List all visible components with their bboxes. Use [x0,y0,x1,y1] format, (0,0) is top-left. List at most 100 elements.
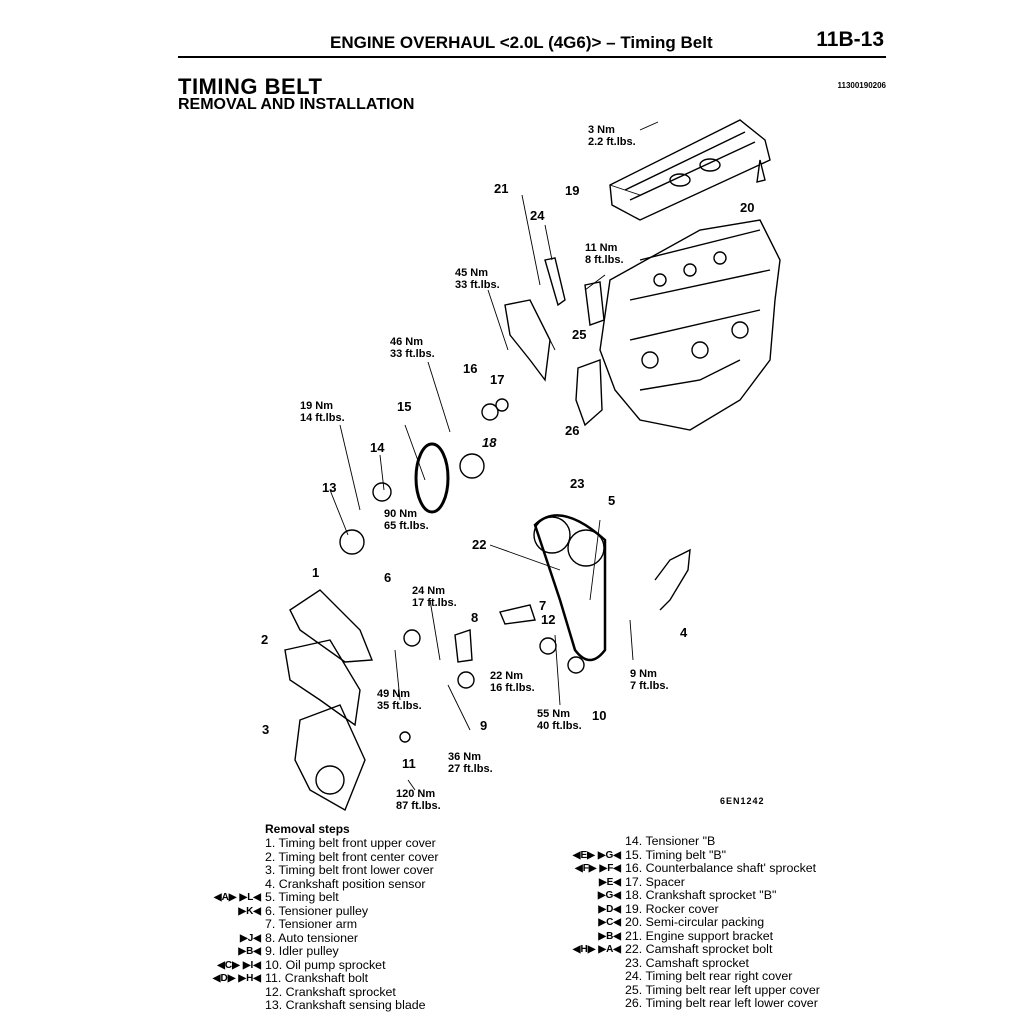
callout-5: 5 [608,493,616,508]
oil-pump-sprocket-drawing [539,637,557,655]
removal-step: ◀C▶▶I◀10. Oil pump sprocket [170,957,439,973]
service-marks: ◀D▶▶H◀ [170,972,265,986]
removal-step: 25. Timing belt rear left upper cover [530,983,820,998]
removal-step: ▶C◀20. Semi-circular packing [530,915,820,930]
service-marks: ◀F▶▶F◀ [530,862,625,876]
callout-22-24: 24 [530,208,545,223]
callout-20: 20 [740,200,755,215]
callout-13: 13 [322,480,337,495]
removal-step: 7. Tensioner arm [170,917,439,932]
callout-2: 2 [261,632,269,647]
service-mark-icon: ▶B◀ [598,930,621,942]
service-mark-icon: ▶H◀ [238,973,261,984]
service-marks: ▶K◀ [170,905,265,919]
tensioner-arm-drawing [499,604,536,625]
callout-9: 9 [480,718,488,733]
removal-step: ▶G◀ 18. Crankshaft sprocket "B" [530,888,820,903]
service-mark-icon: ▶D◀ [598,903,621,915]
removal-step-text: 13. Crankshaft sensing blade [265,998,426,1012]
timing-belt-drawing [533,514,607,662]
removal-step: ◀E▶▶G◀15. Timing belt "B" [530,847,820,863]
removal-step-text: 16. Counterbalance shaft' sprocket [625,861,817,875]
crankshaft-bolt-drawing [399,731,411,743]
removal-step: ◀D▶▶H◀11. Crankshaft bolt [170,971,439,986]
removal-step: 2. Timing belt front center cover [170,850,439,865]
callout-6: 6 [384,570,392,585]
removal-step-text: 18. Crankshaft sprocket "B" [625,888,777,902]
idler-pulley-drawing [457,671,475,689]
service-mark-icon: ◀D▶ [212,973,236,984]
removal-step: 23. Camshaft sprocket [530,955,820,971]
service-mark-icon: ▶G◀ [597,890,621,901]
engine-support-bracket-drawing [544,257,566,307]
removal-step-text: 19. Rocker cover [625,901,719,916]
removal-step-text: 21. Engine support bracket [625,928,774,943]
service-marks: ◀E▶▶G◀ [530,849,625,863]
header-rule [178,56,886,58]
callout-10: 10 [592,708,607,723]
service-mark-icon: ▶G◀ [597,849,621,861]
removal-step-text: 9. Idler pulley [265,944,339,958]
service-mark-icon: ▶K◀ [238,905,261,917]
removal-step: ▶B◀ 21. Engine support bracket [530,928,820,944]
service-mark-icon: ▶I◀ [242,959,261,971]
removal-step-text: 15. Timing belt "B" [625,847,727,862]
callout-21: 21 [494,181,509,196]
service-mark-icon: ▶B◀ [238,946,261,957]
removal-step: 24. Timing belt rear right cover [530,969,820,984]
rear-right-cover-drawing [504,299,551,382]
service-marks: ◀A▶▶L◀ [170,891,265,905]
removal-step: ▶D◀ 19. Rocker cover [530,901,820,917]
service-marks: ▶C◀ [530,916,625,930]
document-code: 11300190206 [837,81,887,90]
figure-code: 6EN1242 [720,796,765,806]
service-mark-icon: ▶L◀ [239,892,262,903]
removal-step: ▶J◀8. Auto tensioner [170,931,439,946]
removal-step: ◀A▶▶L◀5. Timing belt [170,890,439,905]
removal-step-text: 24. Timing belt rear right cover [625,969,793,983]
front-upper-cover-drawing [289,589,374,663]
service-mark-icon: ▶A◀ [598,944,621,955]
removal-step: ▶E◀17. Spacer [530,874,820,890]
removal-step-text: 4. Crankshaft position sensor [265,876,426,891]
section-title: TIMING BELT [178,74,323,99]
callout-23: 23 [570,476,585,491]
header-title: ENGINE OVERHAUL <2.0L (4G6)> – Timing Be… [330,33,713,52]
removal-step: 4. Crankshaft position sensor [170,876,439,892]
service-marks: ▶G◀ [530,889,625,903]
removal-step-text: 17. Spacer [625,874,685,889]
section-subtitle: REMOVAL AND INSTALLATION [178,96,415,113]
rocker-cover-drawing [609,119,771,221]
callout-12: 12 [541,612,556,627]
removal-step: 1. Timing belt front upper cover [170,836,439,851]
removal-step-text: 10. Oil pump sprocket [265,957,386,972]
removal-step: ◀H▶▶A◀22. Camshaft sprocket bolt [530,942,820,957]
removal-step: ◀F▶▶F◀16. Counterbalance shaft' sprocket [530,861,820,876]
engine-block-drawing [599,219,781,431]
removal-step-text: 3. Timing belt front lower cover [265,863,434,877]
callout-17: 17 [490,372,505,387]
removal-steps-right-column: 14. Tensioner "B◀E▶▶G◀15. Timing belt "B… [530,834,820,1011]
rear-left-upper-cover-drawing [584,281,605,326]
removal-step: 13. Crankshaft sensing blade [170,998,439,1013]
removal-step-text: 12. Crankshaft sprocket [265,984,396,999]
service-marks: ▶B◀ [530,930,625,944]
service-marks: ◀C▶▶I◀ [170,959,265,973]
removal-step: ▶B◀ 9. Idler pulley [170,944,439,959]
spacer-drawing [495,398,509,412]
removal-step-text: 22. Camshaft sprocket bolt [625,942,773,956]
service-mark-icon: ◀C▶ [217,959,240,971]
removal-step-text: 23. Camshaft sprocket [625,955,749,970]
